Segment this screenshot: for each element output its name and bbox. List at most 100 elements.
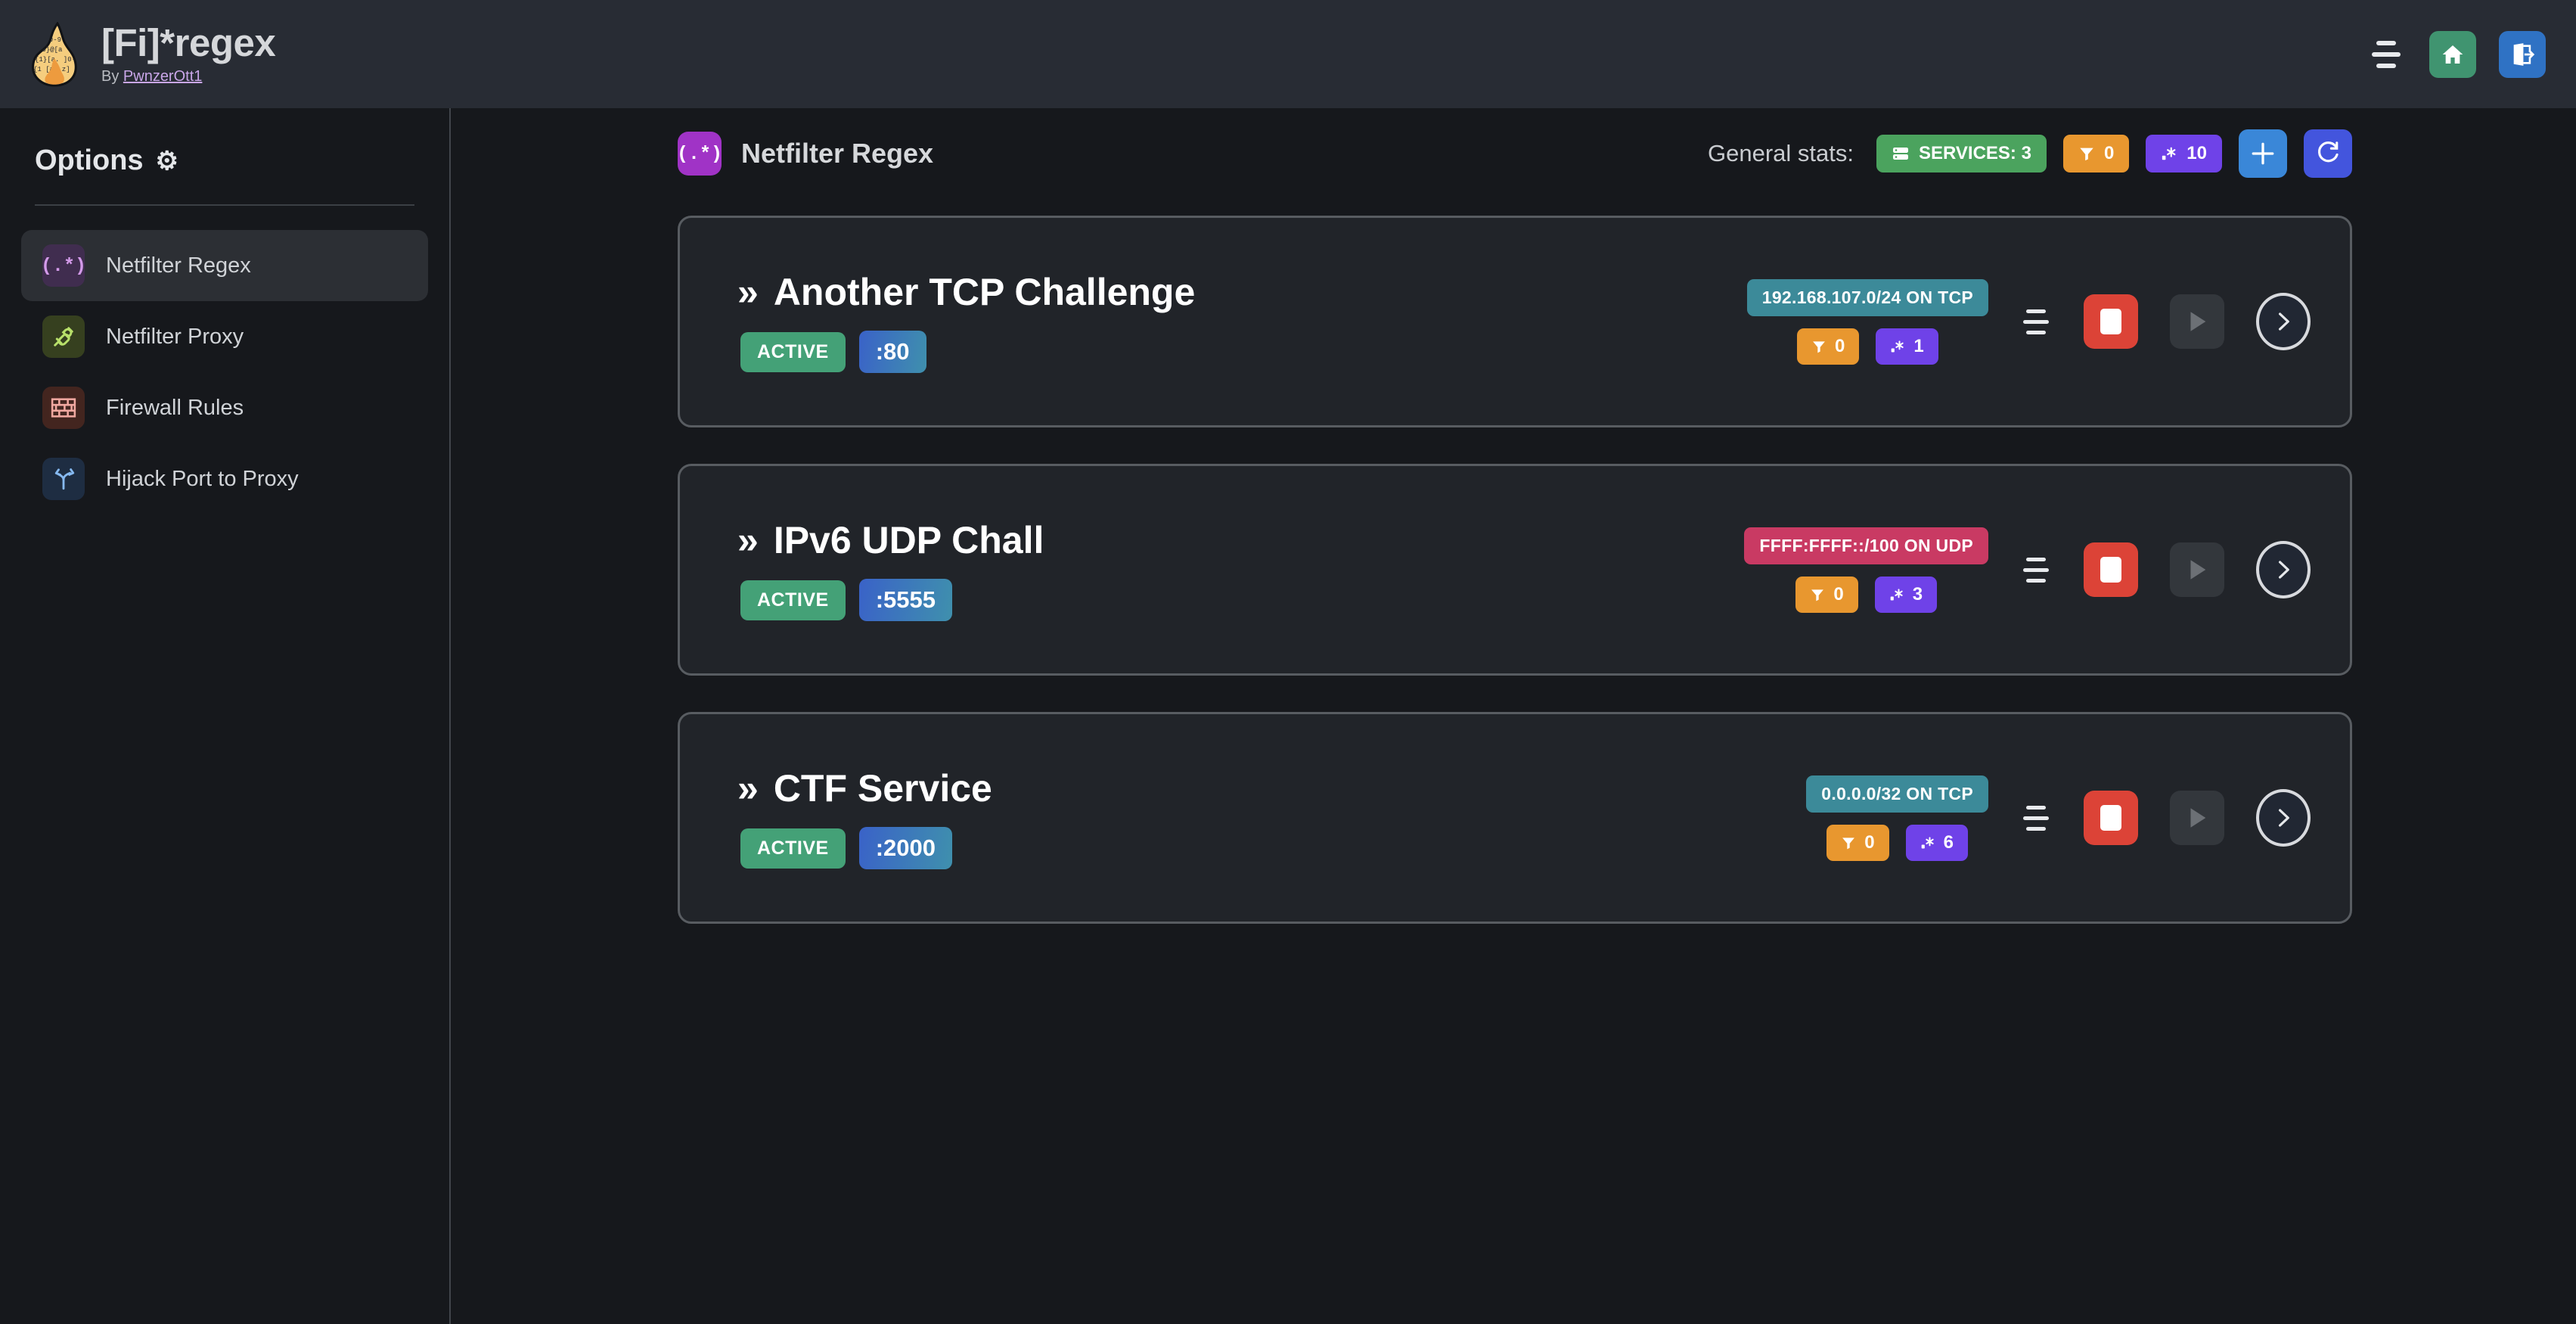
status-badge: ACTIVE	[740, 580, 846, 620]
sidebar-title-label: Options	[35, 145, 144, 176]
service-card-pills: ACTIVE :2000	[737, 827, 992, 869]
chevron-right-icon	[2279, 561, 2289, 579]
regex-count-label: 6	[1943, 831, 1954, 853]
author-line: By PwnzerOtt1	[101, 68, 275, 85]
regex-dot-star-icon	[1921, 836, 1934, 848]
refresh-button[interactable]	[2304, 129, 2352, 178]
open-service-button[interactable]	[2256, 789, 2311, 847]
start-button[interactable]	[2170, 791, 2224, 845]
server-icon	[1892, 148, 1908, 160]
service-card-controls: FFFF:FFFF::/100 ON UDP 0 3	[1744, 527, 2311, 613]
open-service-button[interactable]	[2256, 541, 2311, 598]
drag-handle-icon[interactable]	[2020, 309, 2052, 334]
sidebar-item-netfilter-proxy[interactable]: Netfilter Proxy	[21, 301, 428, 372]
play-icon	[2190, 560, 2206, 580]
network-badge: 192.168.107.0/24 ON TCP	[1746, 278, 1988, 316]
service-list: » Another TCP Challenge ACTIVE :80 192.1…	[451, 184, 2576, 924]
sidebar-title: Options ⚙	[0, 108, 449, 177]
filter-count-badge: 0	[1797, 328, 1860, 365]
stop-button[interactable]	[2084, 294, 2138, 349]
counts: 0 1	[1797, 328, 1938, 365]
general-stats-label: General stats:	[1708, 140, 1854, 166]
services-count-label: SERVICES: 3	[1918, 143, 2031, 163]
fork-arrows-icon	[42, 458, 85, 500]
drag-handle-icon[interactable]	[2020, 805, 2052, 831]
home-icon	[2442, 45, 2463, 64]
filter-count-label: 0	[1833, 583, 1844, 605]
regex-icon: (.*)	[677, 132, 722, 176]
sidebar-item-firewall-rules[interactable]: Firewall Rules	[21, 372, 428, 443]
flame-regex-logo: -z0-9 20}@[a {1}[a. ]0-9] {1 [a- z]	[27, 20, 82, 87]
play-icon	[2190, 808, 2206, 828]
by-prefix: By	[101, 67, 123, 85]
status-badge: ACTIVE	[740, 331, 846, 372]
stop-button[interactable]	[2084, 542, 2138, 597]
regex-dot-star-icon	[2162, 147, 2176, 160]
double-chevron-icon: »	[737, 767, 759, 810]
hamburger-menu-icon[interactable]	[2366, 38, 2407, 71]
filter-count-badge: 0	[1795, 576, 1858, 613]
stop-icon	[2100, 557, 2121, 583]
status-badge-regexes: 10	[2146, 135, 2222, 172]
network-info: 0.0.0.0/32 ON TCP 0 6	[1806, 775, 1988, 861]
regex-icon: (.*)	[41, 244, 86, 287]
service-card-controls: 0.0.0.0/32 ON TCP 0 6	[1806, 775, 2311, 861]
page-header: (.*) Netfilter Regex General stats: SERV…	[451, 108, 2576, 184]
regex-count-badge: 3	[1874, 576, 1938, 613]
filter-count-label: 0	[1835, 335, 1845, 356]
port-badge: :2000	[858, 827, 952, 869]
page-title: [Fi]*regex	[101, 21, 276, 65]
sidebar-item-label: Firewall Rules	[106, 395, 244, 420]
brick-wall-icon	[42, 387, 85, 429]
start-button[interactable]	[2170, 542, 2224, 597]
sidebar-nav: (.*) Netfilter Regex Netfilter Proxy	[0, 230, 449, 514]
service-card-info: » IPv6 UDP Chall ACTIVE :5555	[737, 518, 1044, 621]
main-content: (.*) Netfilter Regex General stats: SERV…	[451, 108, 2576, 1324]
regex-count-label: 3	[1912, 583, 1923, 605]
counts: 0 6	[1826, 824, 1968, 861]
plug-icon	[42, 315, 85, 358]
stop-button[interactable]	[2084, 791, 2138, 845]
service-card[interactable]: » CTF Service ACTIVE :2000 0.0.0.0/32 ON…	[678, 712, 2352, 924]
top-bar-actions	[2366, 30, 2576, 78]
service-card-title: » Another TCP Challenge	[737, 270, 1195, 314]
status-badge-filters: 0	[2062, 135, 2130, 172]
svg-text:20}@[a: 20}@[a	[38, 46, 63, 54]
regex-dot-star-icon	[1890, 588, 1903, 600]
open-service-button[interactable]	[2256, 293, 2311, 350]
drag-handle-icon[interactable]	[2020, 557, 2052, 583]
service-card-pills: ACTIVE :5555	[737, 579, 1044, 621]
sidebar-item-netfilter-regex[interactable]: (.*) Netfilter Regex	[21, 230, 428, 301]
service-card[interactable]: » Another TCP Challenge ACTIVE :80 192.1…	[678, 216, 2352, 427]
funnel-icon	[1813, 340, 1825, 353]
service-card-title: » CTF Service	[737, 766, 992, 810]
author-link[interactable]: PwnzerOtt1	[123, 67, 203, 85]
filter-count-label: 0	[1864, 831, 1875, 853]
sidebar-item-hijack-port-to-proxy[interactable]: Hijack Port to Proxy	[21, 443, 428, 514]
service-card-pills: ACTIVE :80	[737, 331, 1195, 373]
funnel-icon	[1842, 837, 1855, 849]
logout-icon	[2513, 42, 2535, 66]
logout-button[interactable]	[2499, 30, 2546, 78]
plus-icon	[2252, 142, 2274, 165]
funnel-icon	[2080, 148, 2093, 161]
start-button[interactable]	[2170, 294, 2224, 349]
funnel-icon	[1811, 589, 1824, 601]
double-chevron-icon: »	[737, 519, 759, 561]
section-title: Netfilter Regex	[741, 138, 934, 169]
service-card-info: » CTF Service ACTIVE :2000	[737, 766, 992, 869]
top-bar: -z0-9 20}@[a {1}[a. ]0-9] {1 [a- z] [Fi]…	[0, 0, 2576, 108]
service-card[interactable]: » IPv6 UDP Chall ACTIVE :5555 FFFF:FFFF:…	[678, 464, 2352, 676]
regex-count-label: 10	[2186, 143, 2207, 163]
sidebar-item-label: Hijack Port to Proxy	[106, 466, 299, 491]
port-badge: :80	[858, 331, 926, 373]
home-button[interactable]	[2429, 30, 2476, 78]
stop-icon	[2100, 309, 2121, 334]
refresh-icon	[2318, 141, 2339, 163]
sidebar: Options ⚙ (.*) Netfilter Regex Netfilter…	[0, 108, 451, 1324]
play-icon	[2190, 312, 2206, 331]
add-service-button[interactable]	[2239, 129, 2287, 178]
sidebar-item-label: Netfilter Regex	[106, 253, 251, 278]
stop-icon	[2100, 805, 2121, 831]
network-info: 192.168.107.0/24 ON TCP 0 1	[1746, 278, 1988, 365]
